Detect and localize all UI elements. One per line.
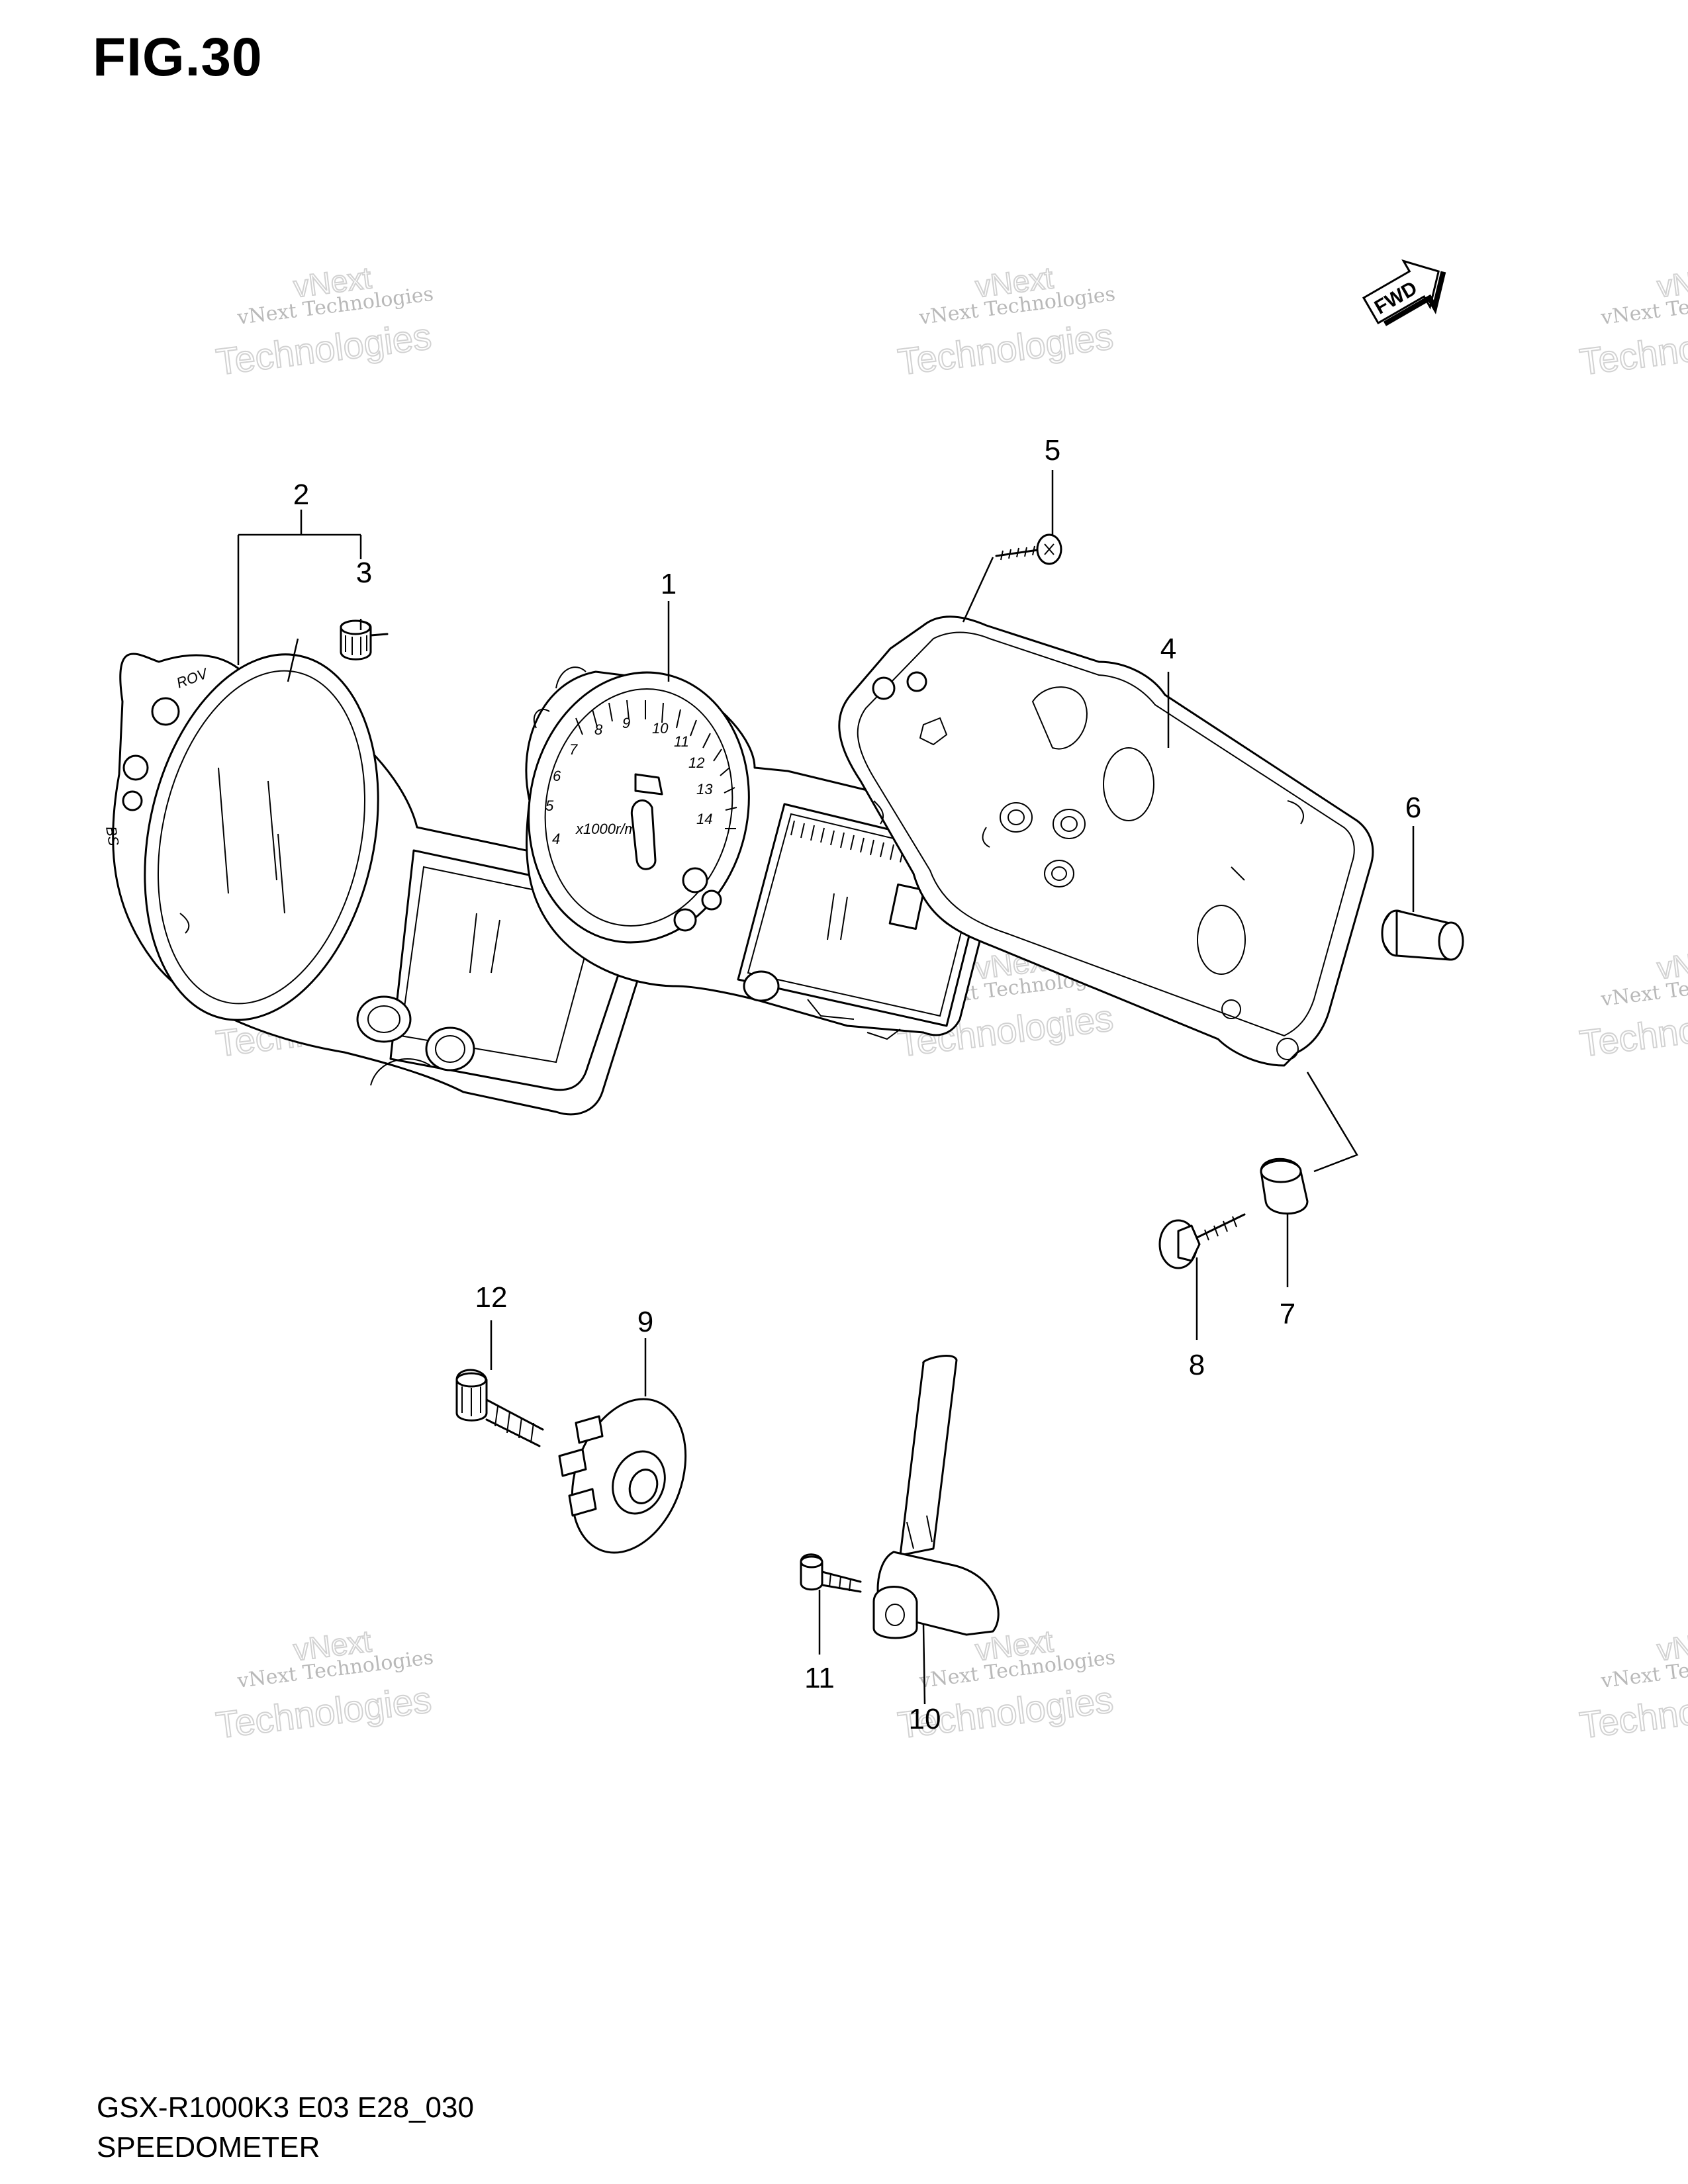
callout-1: 1 <box>661 568 677 600</box>
bolt-part <box>455 1369 544 1447</box>
watermark: vNext vNext Technologies Technologies <box>1577 1623 1688 1747</box>
screw-part <box>995 533 1062 565</box>
cap-plug-part <box>340 619 389 660</box>
plate-part <box>558 1398 687 1554</box>
callout-3: 3 <box>356 557 372 589</box>
model-code: GSX-R1000K3 E03 E28_030 <box>97 2091 474 2124</box>
watermark: vNext vNext Technologies Technologies <box>1577 259 1688 383</box>
svg-text:5: 5 <box>545 797 554 814</box>
callout-7: 7 <box>1280 1298 1295 1330</box>
callout-8: 8 <box>1189 1349 1205 1381</box>
svg-text:7: 7 <box>569 741 578 758</box>
bolt-part <box>1158 1213 1246 1269</box>
damper-part <box>1381 909 1464 961</box>
callout-5: 5 <box>1045 434 1060 467</box>
callout-11: 11 <box>804 1662 835 1694</box>
meter-assembly-part: 4 5 6 7 8 9 10 11 12 13 14 x1000r/min <box>525 666 1017 1040</box>
figure-title: FIG.30 <box>93 27 263 87</box>
watermark: vNext vNext Technologies Technologies <box>213 259 435 383</box>
callout-4: 4 <box>1160 633 1176 665</box>
callout-2: 2 <box>293 478 309 511</box>
svg-text:12: 12 <box>688 754 704 771</box>
svg-text:13: 13 <box>696 781 713 797</box>
svg-text:BS: BS <box>103 825 122 848</box>
callout-6: 6 <box>1405 792 1421 824</box>
callout-10: 10 <box>909 1703 941 1735</box>
svg-text:9: 9 <box>622 715 630 731</box>
svg-text:14: 14 <box>696 811 712 827</box>
section-name: SPEEDOMETER <box>97 2131 320 2163</box>
grommet-part <box>1260 1158 1309 1215</box>
bolt-part <box>800 1553 862 1593</box>
leader-lines <box>237 470 1415 1705</box>
watermark: vNext vNext Technologies Technologies <box>213 1623 435 1747</box>
svg-text:4: 4 <box>552 831 560 847</box>
svg-text:8: 8 <box>594 721 603 738</box>
watermark: vNext vNext Technologies Technologies <box>895 259 1117 383</box>
watermark: vNext vNext Technologies Technologies <box>1577 941 1688 1065</box>
callout-numbers: 1 2 3 4 5 6 7 8 9 10 11 12 <box>293 434 1421 1735</box>
callout-9: 9 <box>637 1306 653 1338</box>
svg-text:11: 11 <box>674 733 689 750</box>
callout-12: 12 <box>475 1281 508 1314</box>
sensor-part <box>872 1355 1000 1639</box>
svg-text:10: 10 <box>652 720 669 737</box>
meter-case-part <box>838 615 1374 1067</box>
fwd-arrow-icon: FWD <box>1362 259 1446 326</box>
svg-text:6: 6 <box>553 768 561 784</box>
